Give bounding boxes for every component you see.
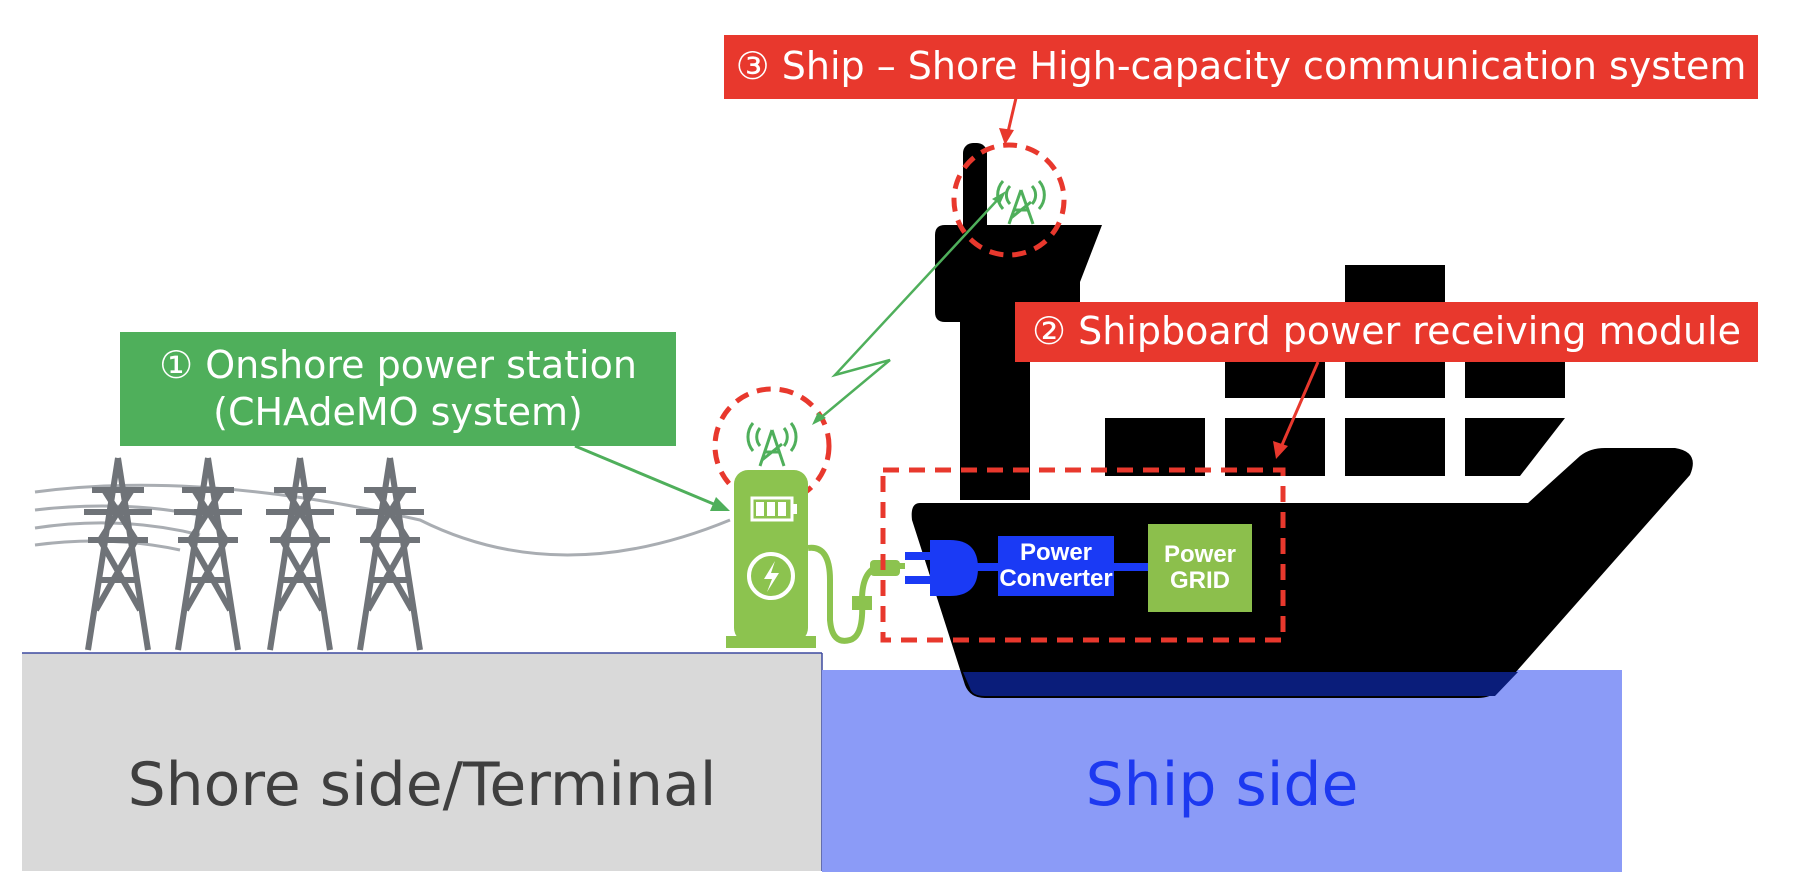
sea-area (822, 670, 1622, 872)
power-converter-box (998, 536, 1114, 596)
power-converter-label: Power Converter (998, 536, 1114, 596)
communication-callout-text: ③ Ship – Shore High-capacity communicati… (735, 44, 1747, 89)
charging-station (726, 470, 905, 648)
power-grid-label: Power GRID (1148, 524, 1252, 612)
converter-label-line2: Converter (999, 565, 1113, 592)
transmission-pylons (84, 457, 424, 651)
ship-plug-icon (905, 540, 1152, 596)
shore-side-label: Shore side/Terminal (127, 750, 717, 820)
pylon-1 (84, 457, 152, 651)
communication-callout: ③ Ship – Shore High-capacity communicati… (724, 35, 1758, 99)
ship-signal-highlight (951, 142, 1067, 258)
wireless-link (817, 194, 1003, 421)
grid-label-line1: Power (1163, 540, 1237, 568)
onshore-station-callout: ① Onshore power station (CHAdeMO system) (120, 332, 676, 446)
converter-label-line1: Power (1019, 538, 1093, 566)
shipboard-module-callout: ② Shipboard power receiving module (1015, 302, 1758, 362)
shore-area (22, 653, 822, 871)
power-grid-box (1148, 524, 1252, 612)
pylon-3 (266, 457, 334, 651)
charger-signal-highlight (712, 386, 832, 506)
onshore-callout-line1: ① Onshore power station (159, 342, 637, 387)
callout-arrows (574, 97, 1320, 511)
pylon-4 (356, 457, 424, 651)
grid-label-line2: GRID (1170, 567, 1230, 594)
receiving-module-outline (880, 467, 1286, 643)
ship-antenna-icon (996, 180, 1046, 225)
ship-side-label: Ship side (1085, 750, 1359, 820)
pylon-2 (174, 457, 242, 651)
charger-antenna-icon (746, 422, 798, 467)
onshore-callout-line2: (CHAdeMO system) (213, 390, 583, 434)
shipboard-callout-text: ② Shipboard power receiving module (1031, 309, 1742, 354)
container-ship (911, 143, 1693, 698)
